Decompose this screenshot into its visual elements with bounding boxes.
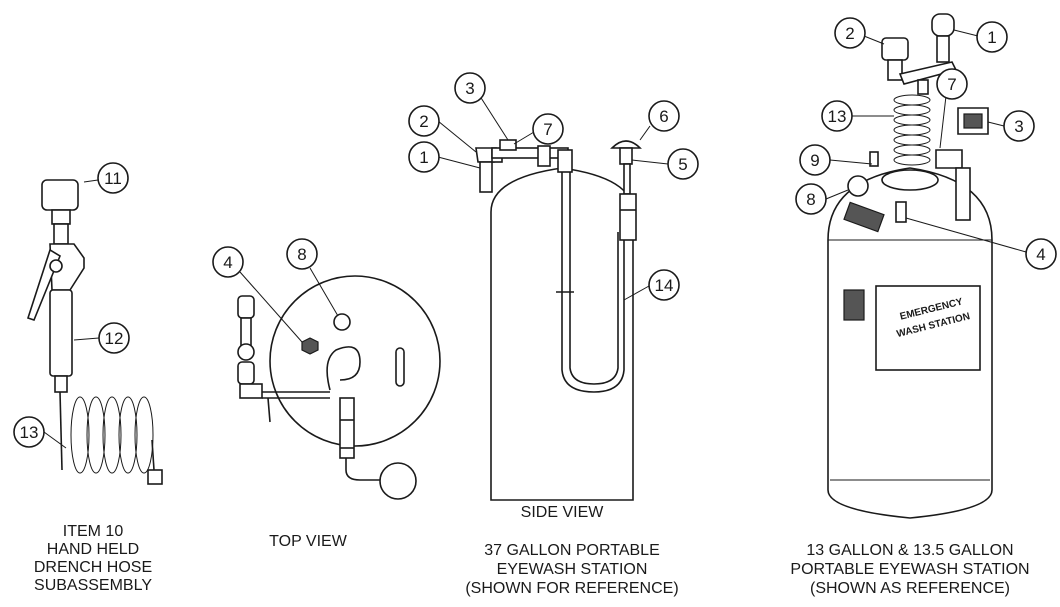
callout-13: 13 xyxy=(20,423,39,442)
callout-14: 14 xyxy=(655,276,674,295)
caption-line-2: EYEWASH STATION xyxy=(497,561,648,578)
caption-line-3: (SHOWN FOR REFERENCE) xyxy=(465,580,678,597)
callout-7: 7 xyxy=(947,75,956,94)
drench-hose-caption: ITEM 10 HAND HELD DRENCH HOSE SUBASSEMBL… xyxy=(34,523,152,594)
callout-6: 6 xyxy=(659,107,668,126)
callout-2: 2 xyxy=(845,24,854,43)
callout-5: 5 xyxy=(678,155,687,174)
caption-line-2: PORTABLE EYEWASH STATION xyxy=(790,561,1029,578)
caption-line-3: (SHOWN AS REFERENCE) xyxy=(810,580,1010,597)
callout-4: 4 xyxy=(223,253,232,272)
station-13-drawing: EMERGENCY WASH STATION xyxy=(827,13,993,519)
caption-line-2: HAND HELD xyxy=(47,541,139,558)
callout-7: 7 xyxy=(543,120,552,139)
callout-9: 9 xyxy=(810,151,819,170)
side-view-drawing xyxy=(475,139,642,501)
callout-1: 1 xyxy=(987,28,996,47)
caption-line-1: 13 GALLON & 13.5 GALLON xyxy=(806,542,1013,559)
caption-line-4: SUBASSEMBLY xyxy=(34,577,152,594)
side-view-caption: 37 GALLON PORTABLE EYEWASH STATION (SHOW… xyxy=(465,542,678,597)
callout-12: 12 xyxy=(105,329,124,348)
callout-8: 8 xyxy=(297,245,306,264)
callout-3: 3 xyxy=(465,79,474,98)
callout-11: 11 xyxy=(104,169,122,188)
station-13-caption: 13 GALLON & 13.5 GALLON PORTABLE EYEWASH… xyxy=(790,542,1029,597)
top-view-callouts: 4 8 xyxy=(212,238,339,343)
station-13-callouts: 2 1 7 13 3 9 8 4 xyxy=(795,17,1057,270)
side-view-label: SIDE VIEW xyxy=(521,504,605,521)
drench-hose-callouts: 11 12 13 xyxy=(13,162,130,449)
callout-3: 3 xyxy=(1014,117,1023,136)
top-view-caption: TOP VIEW xyxy=(269,533,348,550)
drench-hose-drawing xyxy=(26,179,163,485)
callout-13: 13 xyxy=(828,107,847,126)
side-view-callouts: 3 2 7 1 6 5 14 xyxy=(408,72,699,301)
caption-line-3: DRENCH HOSE xyxy=(34,559,152,576)
caption-line-1: ITEM 10 xyxy=(63,523,124,540)
top-view-drawing xyxy=(237,275,441,500)
callout-1: 1 xyxy=(419,148,428,167)
callout-8: 8 xyxy=(806,190,815,209)
callout-4: 4 xyxy=(1036,245,1045,264)
caption-line-1: 37 GALLON PORTABLE xyxy=(484,542,659,559)
callout-2: 2 xyxy=(419,112,428,131)
